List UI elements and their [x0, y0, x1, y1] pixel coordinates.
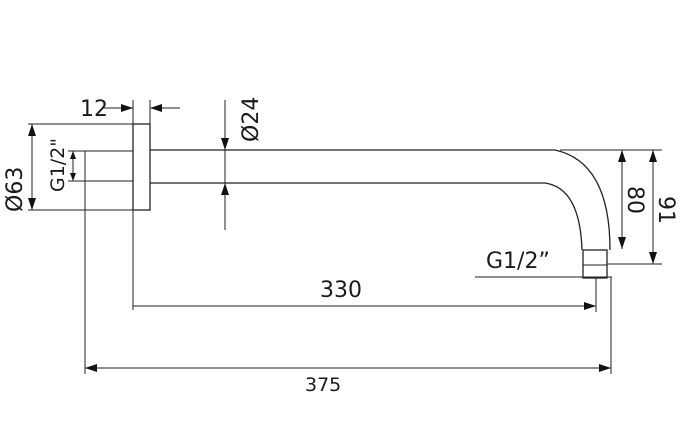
dim-total-drop-label: 91	[653, 196, 678, 224]
wall-flange	[132, 123, 151, 211]
dim-arm-length-label: 330	[320, 278, 362, 303]
arm-bottom-edge	[150, 182, 583, 251]
dimension-91: 91	[649, 150, 678, 264]
dim-arm-diameter-label: Ø24	[239, 97, 264, 142]
outlet-fitting	[582, 249, 608, 279]
dimension-375: 375	[85, 364, 611, 396]
dimension-d63: Ø63	[3, 124, 36, 212]
arm-top-edge	[150, 149, 611, 251]
dimension-12: 12	[80, 97, 180, 122]
dim-total-length-label: 375	[305, 374, 341, 396]
dimension-330: 330	[133, 278, 596, 310]
dimension-inlet-thread: G1/2"	[47, 138, 76, 192]
dimension-80: 80	[618, 150, 647, 249]
dim-outlet-thread-label: G1/2”	[486, 249, 550, 274]
dim-flange-thickness-label: 12	[80, 97, 108, 122]
dimension-d24: Ø24	[221, 97, 264, 230]
dim-outlet-drop-label: 80	[622, 186, 647, 214]
dim-inlet-thread-label: G1/2"	[47, 138, 69, 192]
dim-flange-diameter-label: Ø63	[3, 167, 28, 212]
extension-lines	[28, 100, 662, 374]
